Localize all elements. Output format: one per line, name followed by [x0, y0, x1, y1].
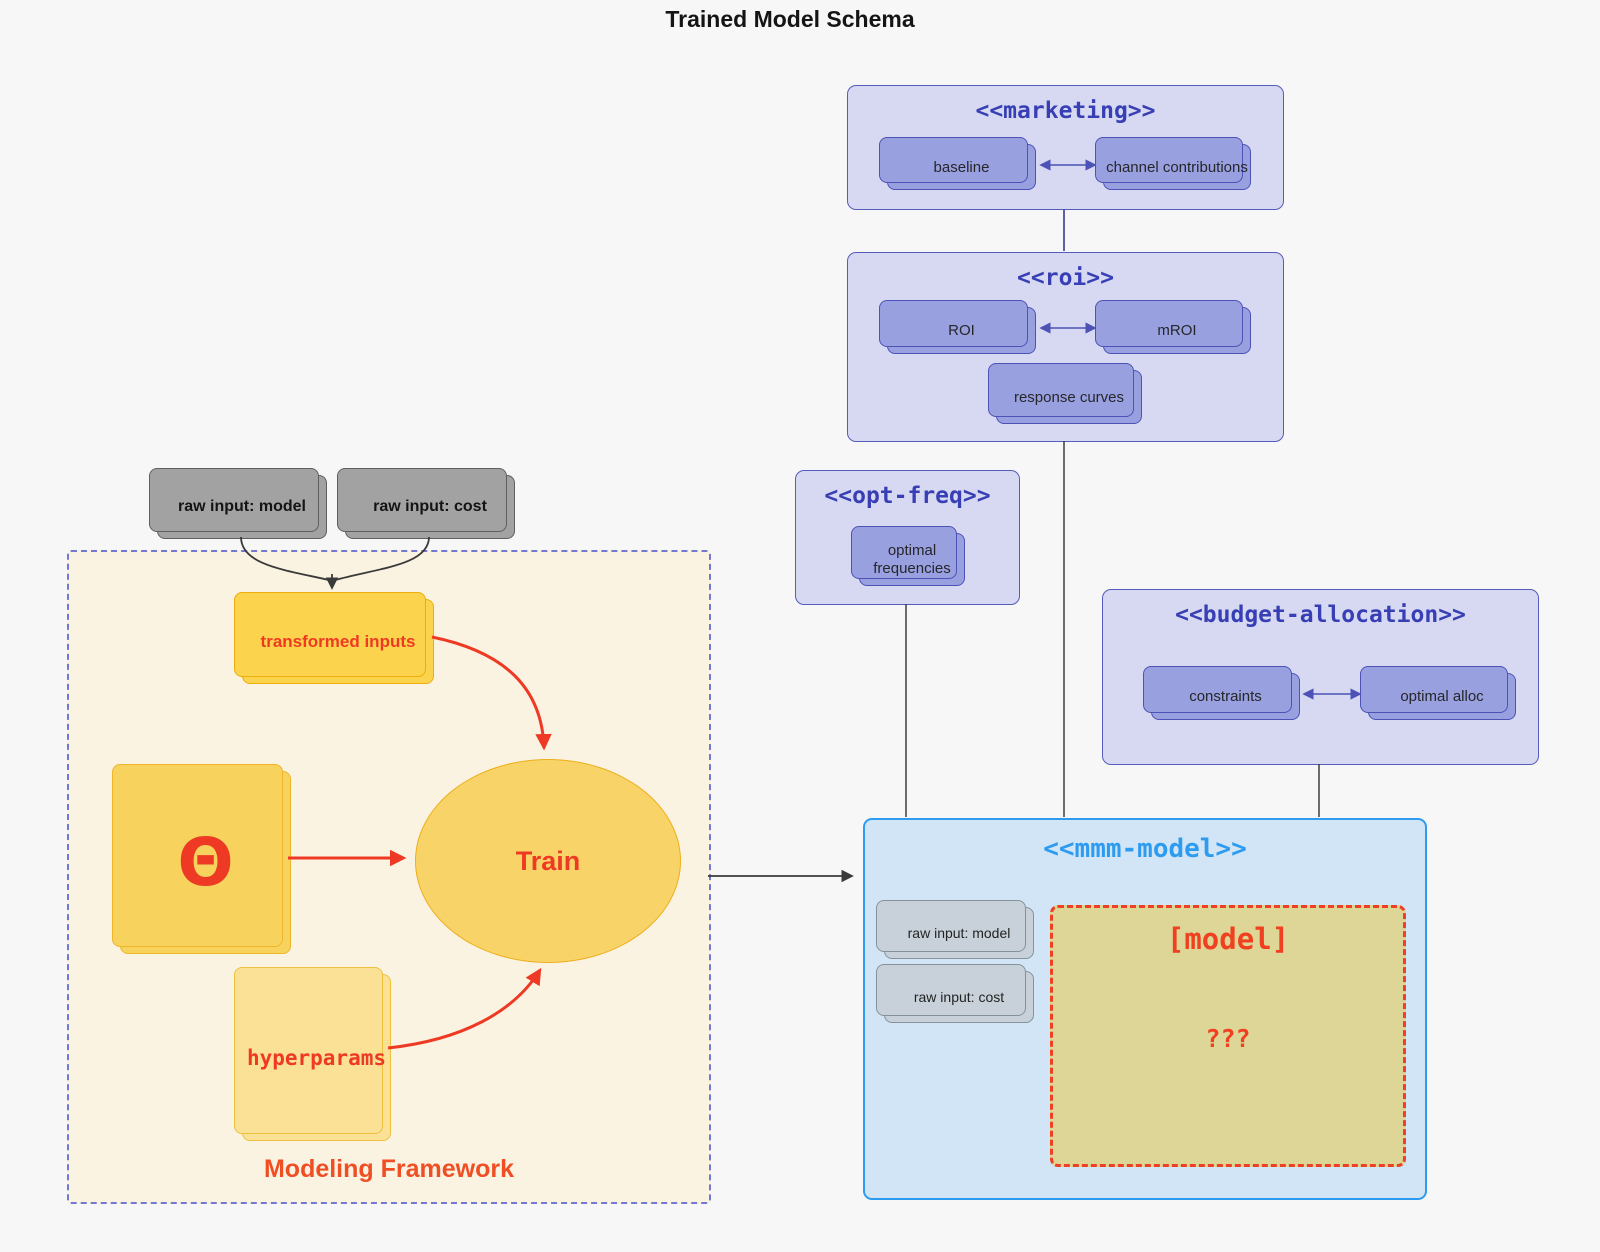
container-opt-freq: <<opt-freq>> optimal frequencies — [795, 470, 1020, 605]
node-mroi: mROI — [1095, 300, 1251, 354]
node-label: baseline — [933, 158, 990, 176]
node-label: mROI — [1157, 322, 1197, 339]
node-label: optimal alloc — [1400, 688, 1484, 705]
node-constraints: constraints — [1143, 666, 1300, 720]
framework-label: Modeling Framework — [263, 1155, 515, 1183]
node-label: transformed inputs — [260, 631, 416, 651]
node-baseline: baseline — [879, 137, 1036, 190]
container-mmm-model: <<mmm-model>> raw input: model raw input… — [863, 818, 1427, 1200]
container-mmm-model-title: <<mmm-model>> — [1043, 834, 1247, 864]
node-mmm-raw-input-cost: raw input: cost — [876, 964, 1034, 1023]
container-opt-freq-title: <<opt-freq>> — [824, 483, 991, 509]
node-hyperparams: hyperparams — [234, 967, 391, 1141]
container-modeling-framework: transformed inputs Θ Train hyperparams M… — [67, 550, 711, 1204]
node-mmm-raw-input-model: raw input: model — [876, 900, 1034, 959]
node-label: Train — [515, 845, 581, 876]
model-unknown-label: ??? — [1205, 1024, 1251, 1053]
container-marketing-title: <<marketing>> — [975, 98, 1156, 124]
node-label: raw input: cost — [913, 989, 1005, 1005]
node-theta: Θ — [112, 764, 291, 954]
node-optimal-frequencies: optimal frequencies — [851, 526, 965, 586]
theta-symbol: Θ — [177, 824, 234, 901]
node-label: raw input: model — [907, 925, 1011, 941]
container-marketing: <<marketing>> baseline channel contribut… — [847, 85, 1284, 210]
node-channel-contributions: channel contributions — [1095, 137, 1251, 190]
node-train: Train — [415, 759, 681, 963]
node-label: ROI — [948, 322, 975, 339]
node-label: channel contributions — [1106, 158, 1248, 176]
node-roi: ROI — [879, 300, 1036, 354]
node-label: hyperparams — [246, 1045, 387, 1070]
model-bracket-label: [model] — [1166, 922, 1290, 956]
diagram-title: Trained Model Schema — [665, 6, 915, 32]
node-label: raw input: cost — [373, 498, 487, 515]
node-response-curves: response curves — [988, 363, 1142, 424]
node-raw-input-model: raw input: model — [149, 468, 327, 539]
node-optimal-alloc: optimal alloc — [1360, 666, 1516, 720]
node-model-placeholder: [model] ??? — [1050, 905, 1406, 1167]
container-roi: <<roi>> ROI mROI response curves — [847, 252, 1284, 442]
node-label: response curves — [1013, 388, 1125, 406]
container-budget-allocation-title: <<budget-allocation>> — [1175, 602, 1466, 628]
node-label: optimal frequencies — [873, 542, 951, 577]
container-roi-title: <<roi>> — [1017, 265, 1114, 291]
node-raw-input-cost: raw input: cost — [337, 468, 515, 539]
node-label: raw input: model — [178, 498, 306, 515]
container-budget-allocation: <<budget-allocation>> constraints optima… — [1102, 589, 1539, 765]
node-transformed-inputs: transformed inputs — [234, 592, 434, 684]
node-label: constraints — [1189, 688, 1262, 705]
